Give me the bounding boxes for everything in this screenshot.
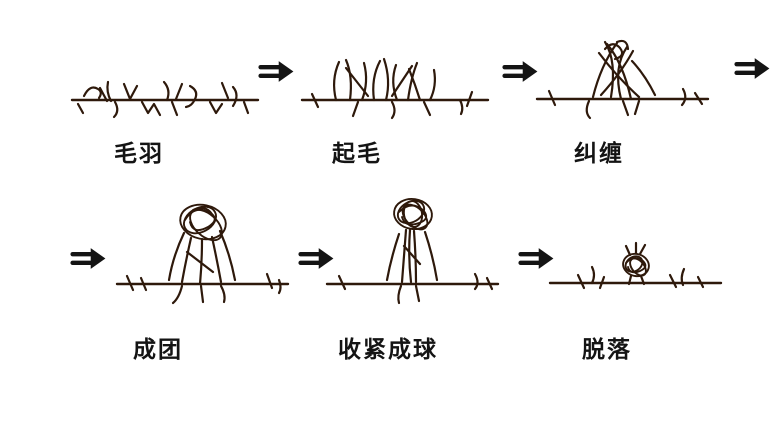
- stage-label-tighten-ball: 收紧成球: [338, 336, 438, 362]
- stage-clumping-illustration: [115, 192, 290, 324]
- arrow-icon: [734, 55, 772, 82]
- stage-label-fall-off: 脱落: [582, 336, 632, 362]
- stage-fuzzing-illustration: [300, 42, 490, 142]
- fuzz-fibers-drawing: [70, 80, 260, 119]
- clump-fibers-drawing: [115, 203, 290, 305]
- stage-label-entanglement: 纠缠: [574, 140, 624, 166]
- stage-fall-off-illustration: [548, 225, 723, 325]
- tight-ball-fibers-drawing: [325, 197, 500, 305]
- stage-label-fuzz: 毛羽: [114, 140, 164, 166]
- fuzzing-fibers-drawing: [300, 57, 490, 120]
- stage-label-clumping: 成团: [133, 336, 183, 362]
- stage-label-fuzzing: 起毛: [332, 140, 382, 166]
- arrow-icon: [258, 58, 296, 85]
- arrow-icon: [70, 245, 108, 272]
- detached-pill-drawing: [548, 241, 723, 290]
- stage-fuzz-illustration: [70, 52, 260, 142]
- entangled-fibers-drawing: [535, 39, 710, 120]
- stage-entanglement-illustration: [535, 35, 710, 143]
- stage-tighten-ball-illustration: [325, 190, 500, 326]
